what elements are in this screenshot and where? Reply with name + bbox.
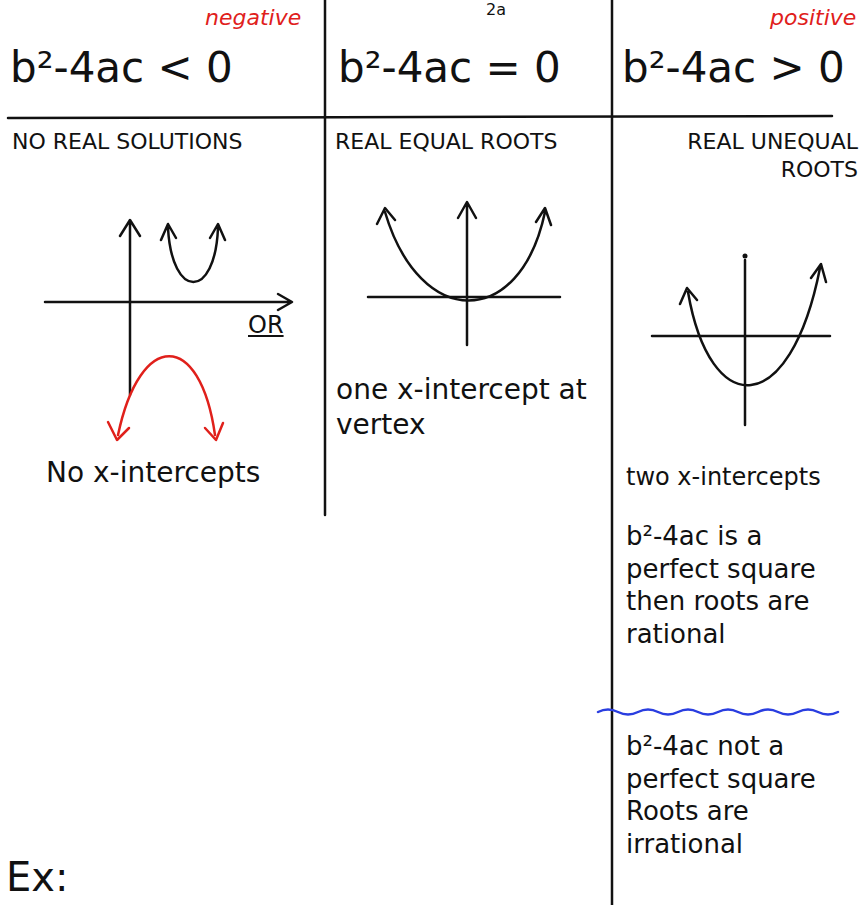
x-axis xyxy=(45,294,292,310)
downward-parabola xyxy=(108,356,223,440)
upward-parabola xyxy=(377,208,551,301)
wavy-separator xyxy=(598,710,838,715)
upward-parabola xyxy=(680,264,826,385)
sign-note: negative xyxy=(205,4,315,32)
upward-parabola xyxy=(161,224,225,282)
case-heading: REAL EQUAL ROOTS xyxy=(335,128,609,156)
graph-note: two x-intercepts xyxy=(626,462,862,492)
or-note: OR xyxy=(248,310,308,340)
axis-dot xyxy=(743,254,748,259)
y-axis xyxy=(744,260,747,425)
y-axis xyxy=(120,220,140,395)
discriminant-case: b²-4ac > 0 xyxy=(622,42,862,95)
graph-note: one x-intercept at vertex xyxy=(336,372,606,442)
y-axis xyxy=(458,202,476,345)
case-heading: NO REAL SOLUTIONS xyxy=(12,128,320,156)
x-axis xyxy=(652,335,830,338)
example-label: Ex: xyxy=(6,852,106,902)
graph-note: No x-intercepts xyxy=(46,455,321,490)
formula-fragment: 2a xyxy=(486,0,526,20)
rational-note: b²-4ac is a perfect square then roots ar… xyxy=(626,520,860,650)
discriminant-case: b²-4ac < 0 xyxy=(10,42,310,95)
irrational-note: b²-4ac not a perfect square Roots are ir… xyxy=(626,730,860,860)
discriminant-case: b²-4ac = 0 xyxy=(338,42,608,95)
column-divider xyxy=(324,0,327,515)
x-axis xyxy=(368,296,560,299)
case-heading: REAL UNEQUAL ROOTS xyxy=(620,128,858,183)
column-divider xyxy=(611,0,614,905)
table-rule xyxy=(8,116,832,118)
sign-note: positive xyxy=(770,4,862,32)
